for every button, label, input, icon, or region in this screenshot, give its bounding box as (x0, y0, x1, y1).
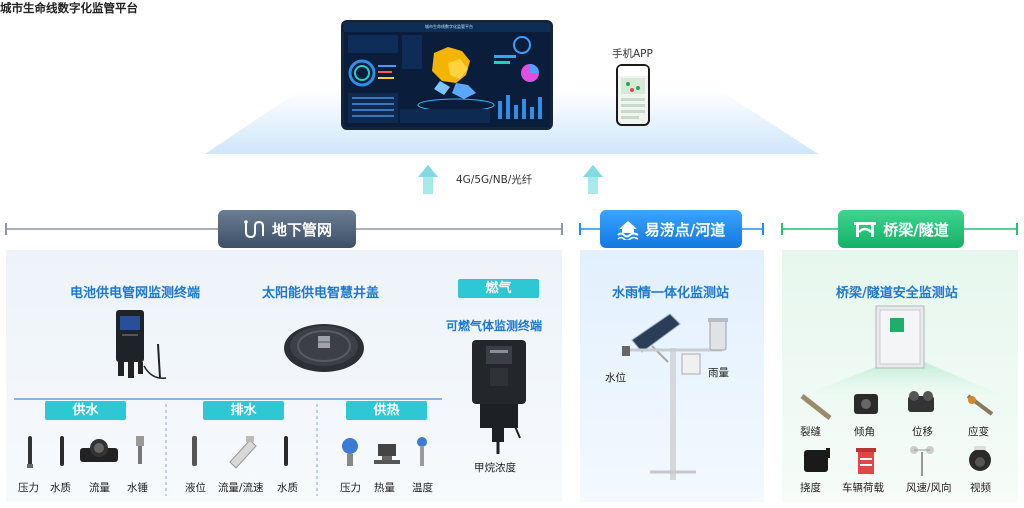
bridge-item-displacement: 位移 (912, 426, 933, 438)
pipe-network-icon (244, 220, 264, 239)
bridge-item-vehicle-load: 车辆荷载 (842, 482, 884, 494)
flood-house-icon (617, 221, 639, 240)
deflection-sensor-icon (804, 448, 830, 472)
velocity-sensor-icon (229, 436, 257, 469)
gas-tab: 燃气 (458, 279, 539, 298)
bridge-sensors (800, 391, 994, 476)
mobile-app-label: 手机APP (612, 48, 653, 60)
anemometer-icon (910, 446, 934, 476)
category-label-flood: 易涝点/河道 (644, 220, 726, 239)
bridge-item-deflection: 挠度 (800, 482, 821, 494)
phone-icon (616, 64, 650, 126)
dashboard-monitor: 城市生命线数字化监管平台 (341, 20, 553, 130)
group-tab-water-supply: 供水 (45, 401, 126, 420)
dashboard-screen (348, 35, 542, 123)
flow-meter-icon (80, 439, 118, 462)
drainage-item-flow: 流量/流速 (218, 482, 264, 494)
displacement-sensor-icon (908, 391, 934, 412)
gas-item-label: 甲烷浓度 (474, 462, 516, 474)
heating-item-pressure: 压力 (340, 482, 361, 494)
group-tab-drainage: 排水 (203, 401, 284, 420)
heating-item-temperature: 温度 (412, 482, 433, 494)
heating-sensors (342, 437, 427, 466)
smart-manhole-cover (284, 324, 364, 372)
level-sensor-icon (192, 436, 197, 466)
group-tab-heating: 供热 (346, 401, 427, 420)
gas-terminal-title: 可燃气体监测终端 (446, 319, 543, 333)
drainage-item-level: 液位 (185, 482, 206, 494)
strain-gauge-icon (966, 394, 994, 416)
bridge-station-title: 桥梁/隧道安全监测站 (836, 286, 958, 301)
flood-water-level-label: 水位 (605, 372, 626, 384)
bridge-item-tilt: 倾角 (854, 426, 875, 438)
flood-rainfall-label: 雨量 (708, 367, 729, 379)
bridge-item-wind: 风速/风向 (906, 482, 952, 494)
heat-pressure-sensor-icon (342, 438, 358, 466)
battery-terminal-title: 电池供电管网监测终端 (70, 286, 201, 301)
network-label: 4G/5G/NB/光纤 (456, 174, 533, 186)
gas-terminal-device (472, 340, 526, 454)
drainage-item-quality: 水质 (277, 482, 298, 494)
category-badge-bridge: 桥梁/隧道 (838, 210, 964, 248)
temperature-sensor-icon (417, 437, 427, 466)
rain-water-station (622, 313, 728, 480)
bridge-item-crack: 裂缝 (800, 426, 821, 438)
flood-station-title: 水雨情一体化监测站 (612, 286, 730, 301)
water-supply-item-quality: 水质 (50, 482, 71, 494)
water-supply-sensors (27, 436, 144, 468)
category-label-underground: 地下管网 (271, 220, 332, 239)
group-dividers (14, 398, 442, 496)
battery-terminal-device (116, 310, 167, 379)
phone-screen (618, 66, 648, 124)
vehicle-load-sensor-icon (856, 448, 876, 474)
heating-item-heat: 热量 (374, 482, 395, 494)
tilt-sensor-icon (854, 394, 878, 414)
water-supply-item-pressure: 压力 (18, 482, 39, 494)
water-hammer-sensor-icon (136, 436, 144, 464)
drainage-quality-sensor-icon (284, 436, 288, 466)
camera-icon (969, 446, 991, 471)
dashboard-title: 城市生命线数字化监管平台 (425, 24, 473, 29)
drainage-sensors (192, 436, 288, 469)
uplink-arrows (418, 165, 603, 194)
bridge-monitor-cabinet (802, 305, 1004, 396)
water-quality-sensor-icon (60, 436, 64, 466)
bridge-item-video: 视频 (970, 482, 991, 494)
water-supply-item-flow: 流量 (89, 482, 110, 494)
category-label-bridge: 桥梁/隧道 (883, 220, 949, 239)
water-supply-item-hammer: 水锤 (127, 482, 148, 494)
pressure-sensor-icon (27, 436, 33, 468)
crack-sensor-icon (800, 394, 832, 420)
heat-meter-icon (374, 444, 400, 464)
category-badge-underground: 地下管网 (218, 210, 356, 248)
platform-title: 城市生命线数字化监管平台 (0, 1, 138, 15)
bridge-item-strain: 应变 (968, 426, 989, 438)
solar-cover-title: 太阳能供电智慧井盖 (262, 286, 380, 301)
category-badge-flood: 易涝点/河道 (600, 210, 742, 248)
bridge-icon (854, 222, 877, 237)
